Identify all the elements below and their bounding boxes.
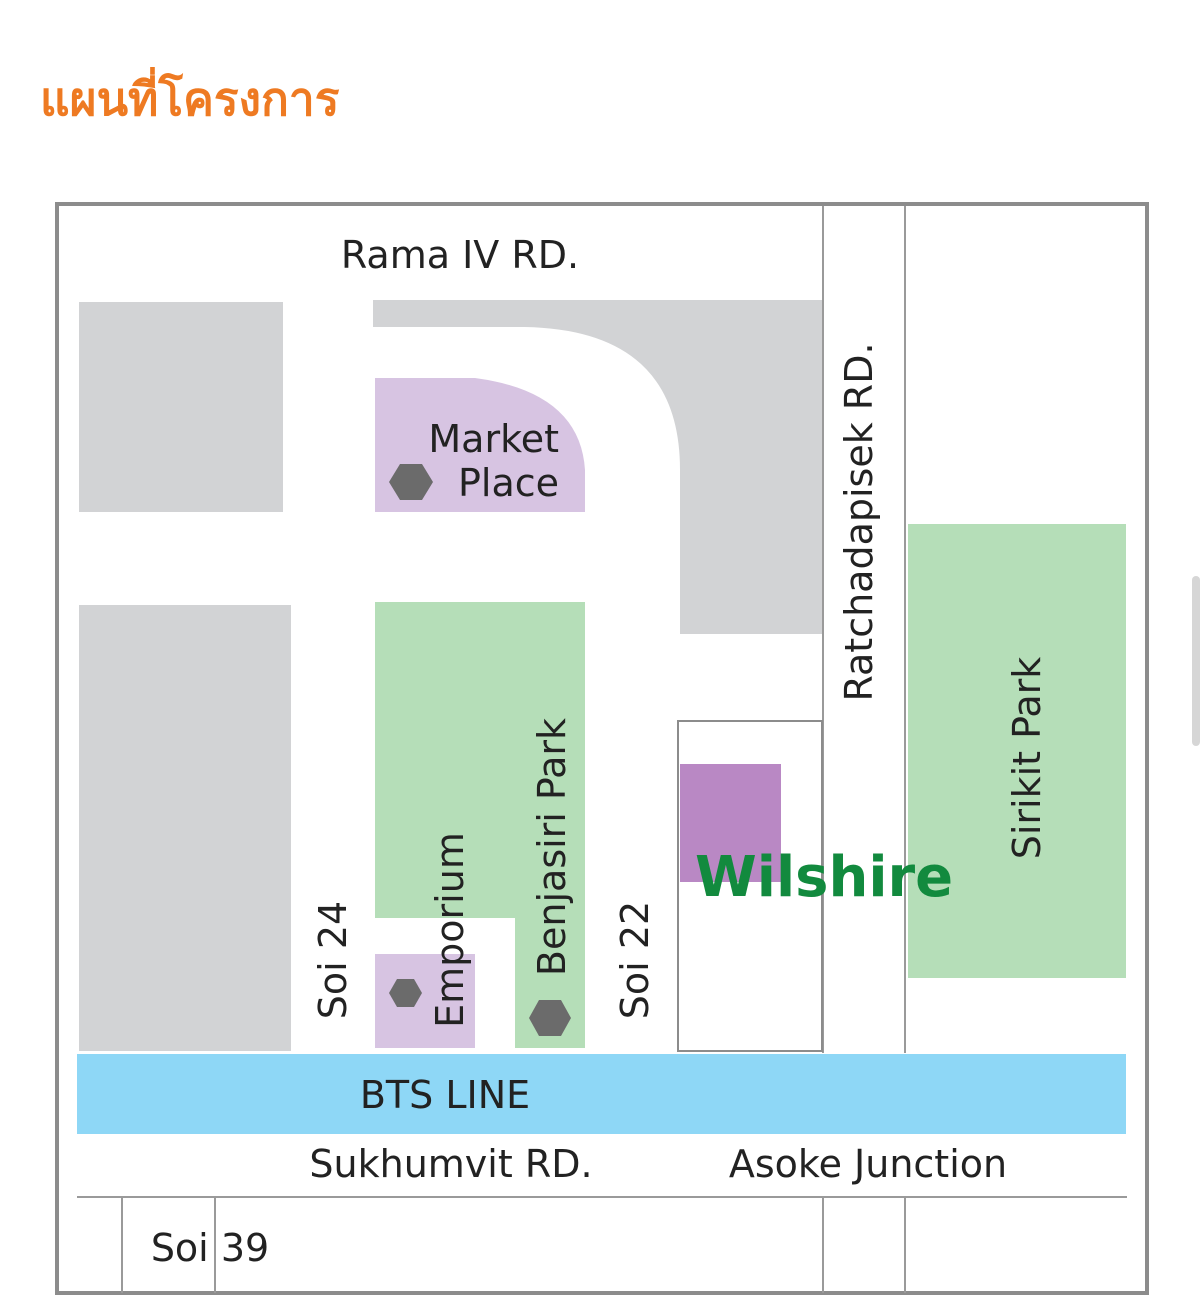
soi-24-label: Soi 24 [311,900,355,1020]
market-place-label-line1: Market [428,417,559,461]
rama-iv-road-label: Rama IV RD. [340,233,580,277]
page-title: แผนที่โครงการ [40,72,340,126]
station-hexagon-icon [529,1000,571,1036]
emporium-label: Emporium [428,832,472,1028]
bts-line-label: BTS LINE [359,1073,531,1117]
wilshire-label: Wilshire [695,845,954,910]
sirikit-park-area [908,524,1126,978]
benjasiri-park-area [375,602,585,918]
asoke-junction-label: Asoke Junction [728,1142,1008,1186]
benjasiri-park-label: Benjasiri Park [530,717,574,977]
station-hexagon-icon [389,464,433,500]
map-canvas [55,202,1149,1295]
soi-22-label: Soi 22 [613,900,657,1020]
emporium-building [375,954,475,1048]
soi-39-label: Soi 39 [150,1226,270,1270]
block-top-center [373,300,822,634]
block-top-left [79,302,283,512]
ratchadapisek-road-label: Ratchadapisek RD. [837,342,881,702]
sirikit-park-label: Sirikit Park [1005,656,1049,860]
block-left [79,605,291,1051]
wilshire-building [680,764,781,882]
sukhumvit-road-label: Sukhumvit RD. [309,1142,593,1186]
scrollbar-thumb[interactable] [1192,576,1200,746]
bts-line-band [77,1054,1126,1134]
project-location-map: Rama IV RD. Ratchadapisek RD. Market Pla… [55,202,1149,1295]
station-hexagon-icon [389,979,422,1007]
market-place-label: Market Place [428,417,559,505]
market-place-label-line2: Place [457,460,559,505]
